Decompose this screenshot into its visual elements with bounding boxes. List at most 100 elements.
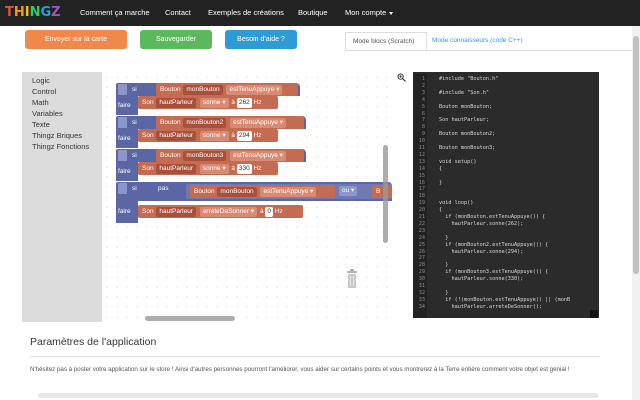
condition-dropdown[interactable]: estTenuAppuye ▾ bbox=[230, 151, 286, 161]
button-var-dropdown[interactable]: monBouton2 bbox=[183, 118, 227, 128]
action-dropdown[interactable]: arreteDeSonner ▾ bbox=[199, 207, 258, 217]
send-to-board-button[interactable]: Envoyer sur la carte bbox=[25, 30, 127, 49]
save-button[interactable]: Sauvegarder bbox=[140, 30, 212, 49]
workspace-vertical-scrollbar[interactable] bbox=[383, 145, 388, 243]
button-label: Bouton bbox=[160, 152, 181, 159]
speaker-var-dropdown[interactable]: hautParleur bbox=[156, 98, 196, 108]
code-line: Son hautParleur; bbox=[439, 117, 489, 124]
frequency-input[interactable]: 0 bbox=[265, 207, 274, 217]
if-block[interactable]: si Bouton monBouton estTenuAppuye ▾ bbox=[116, 83, 300, 96]
code-line: void setup() bbox=[439, 158, 477, 165]
at-label: à bbox=[231, 132, 236, 139]
code-line: Bouton monBouton; bbox=[439, 103, 493, 110]
app-params-divider bbox=[30, 356, 600, 357]
frequency-input[interactable]: 330 bbox=[236, 164, 252, 174]
condition-dropdown[interactable]: estTenuAppuye ▾ bbox=[260, 187, 317, 197]
at-label: à bbox=[231, 165, 236, 172]
code-scroll-corner[interactable] bbox=[590, 310, 598, 318]
code-line-number: 6 bbox=[421, 110, 425, 117]
code-line-number: 14 bbox=[418, 165, 425, 172]
code-line-number: 25 bbox=[418, 241, 425, 248]
speaker-var-dropdown[interactable]: hautParleur bbox=[156, 131, 196, 141]
code-line-number: 5 bbox=[421, 103, 425, 110]
if-block[interactable]: si Bouton monBouton3 estTenuAppuye ▾ bbox=[116, 149, 306, 162]
do-label-block: faire bbox=[116, 201, 138, 222]
speaker-stop-block[interactable]: Son hautParleur arreteDeSonner ▾ à 0 Hz bbox=[138, 205, 303, 218]
at-label: à bbox=[259, 208, 264, 215]
frequency-input[interactable]: 294 bbox=[236, 131, 252, 141]
description-input[interactable] bbox=[38, 393, 598, 398]
toolbox-item-thingz-bricks[interactable]: Thingz Briques bbox=[32, 131, 83, 140]
workspace-horizontal-scrollbar[interactable] bbox=[145, 316, 235, 321]
code-line: hautParleur.sonne(294); bbox=[439, 248, 524, 255]
code-line-number: 27 bbox=[418, 255, 425, 262]
code-line-number: 22 bbox=[418, 220, 425, 227]
hz-label: Hz bbox=[253, 165, 262, 172]
button-condition-block[interactable]: Bouton monBouton estTenuAppuye ▾ bbox=[156, 83, 298, 96]
page-scrollbar[interactable] bbox=[632, 26, 640, 400]
button-condition-block[interactable]: Bouton monBouton estTenuAppuye ▾ bbox=[190, 185, 335, 198]
zoom-icon[interactable] bbox=[397, 73, 406, 82]
nav-link-how-it-works[interactable]: Comment ça marche bbox=[80, 8, 150, 17]
tab-blocks-mode[interactable]: Mode blocs (Scratch) bbox=[345, 32, 427, 50]
action-dropdown[interactable]: sonne ▾ bbox=[199, 131, 229, 141]
page-scrollbar-thumb[interactable] bbox=[633, 36, 639, 274]
toolbox-item-text[interactable]: Texte bbox=[32, 120, 50, 129]
if-block[interactable]: si pas Bouton monBouton estTenuAppuye ▾ … bbox=[116, 182, 392, 201]
code-line: hautParleur.sonne(330); bbox=[439, 276, 524, 283]
action-dropdown[interactable]: sonne ▾ bbox=[199, 164, 229, 174]
if-label: si bbox=[132, 86, 137, 93]
nav-link-contact[interactable]: Contact bbox=[165, 8, 191, 17]
tab-expert-mode[interactable]: Mode connaisseurs (code C++) bbox=[432, 37, 523, 44]
help-button[interactable]: Besoin d'aide ? bbox=[225, 30, 297, 49]
button-condition-block[interactable]: Bouton monBouton2 estTenuAppuye ▾ bbox=[156, 116, 304, 129]
frequency-input[interactable]: 262 bbox=[236, 98, 252, 108]
button-condition-block[interactable]: Bouton monBouton3 estTenuAppuye ▾ bbox=[156, 149, 304, 162]
code-line-number: 1 bbox=[421, 76, 425, 82]
code-line-number: 19 bbox=[418, 200, 425, 207]
toolbox-item-math[interactable]: Math bbox=[32, 98, 49, 107]
if-block-bottom bbox=[116, 218, 138, 223]
second-button-block[interactable]: B bbox=[372, 185, 392, 198]
nav-link-shop[interactable]: Boutique bbox=[298, 8, 328, 17]
code-line: if (!(monBouton.estTenuAppuye() || (monB bbox=[439, 296, 571, 303]
speaker-var-dropdown[interactable]: hautParleur bbox=[156, 207, 196, 217]
code-line: } bbox=[439, 262, 449, 269]
toolbox-item-logic[interactable]: Logic bbox=[32, 76, 50, 85]
do-label: faire bbox=[118, 102, 131, 109]
or-dropdown[interactable]: ou ▾ bbox=[339, 186, 358, 196]
gear-icon bbox=[118, 117, 127, 128]
code-line-number: 18 bbox=[418, 193, 425, 200]
speaker-action-block[interactable]: Son hautParleur sonne ▾ à 262 Hz bbox=[138, 96, 278, 109]
if-block-bottom bbox=[116, 142, 138, 147]
code-line-number: 12 bbox=[418, 151, 425, 158]
if-label: si bbox=[132, 185, 137, 192]
code-line-number: 2 bbox=[421, 82, 425, 89]
code-line-number: 11 bbox=[418, 145, 425, 151]
action-dropdown[interactable]: sonne ▾ bbox=[199, 98, 229, 108]
button-var-dropdown[interactable]: monBouton bbox=[183, 85, 223, 95]
condition-dropdown[interactable]: estTenuAppuye ▾ bbox=[226, 85, 283, 95]
condition-dropdown[interactable]: estTenuAppuye ▾ bbox=[230, 118, 286, 128]
code-line-number: 21 bbox=[418, 214, 425, 220]
toolbox-item-control[interactable]: Control bbox=[32, 87, 57, 96]
code-line-number: 33 bbox=[418, 296, 425, 303]
toolbox-item-thingz-functions[interactable]: Thingz Fonctions bbox=[32, 142, 90, 151]
button-var-dropdown[interactable]: monBouton bbox=[217, 187, 257, 197]
gear-icon bbox=[118, 84, 127, 95]
speaker-action-block[interactable]: Son hautParleur sonne ▾ à 330 Hz bbox=[138, 162, 278, 175]
toolbox-item-variables[interactable]: Variables bbox=[32, 109, 63, 118]
button-var-dropdown[interactable]: monBouton3 bbox=[183, 151, 227, 161]
at-label: à bbox=[231, 99, 236, 106]
speaker-var-dropdown[interactable]: hautParleur bbox=[156, 164, 196, 174]
tabs-divider bbox=[345, 50, 640, 51]
if-block[interactable]: si Bouton monBouton2 estTenuAppuye ▾ bbox=[116, 116, 306, 129]
trash-icon[interactable] bbox=[345, 268, 359, 290]
nav-link-account[interactable]: Mon compte bbox=[345, 0, 394, 26]
code-line-number: 30 bbox=[418, 276, 425, 283]
speaker-action-block[interactable]: Son hautParleur sonne ▾ à 294 Hz bbox=[138, 129, 278, 142]
nav-link-examples[interactable]: Exemples de créations bbox=[208, 8, 284, 17]
